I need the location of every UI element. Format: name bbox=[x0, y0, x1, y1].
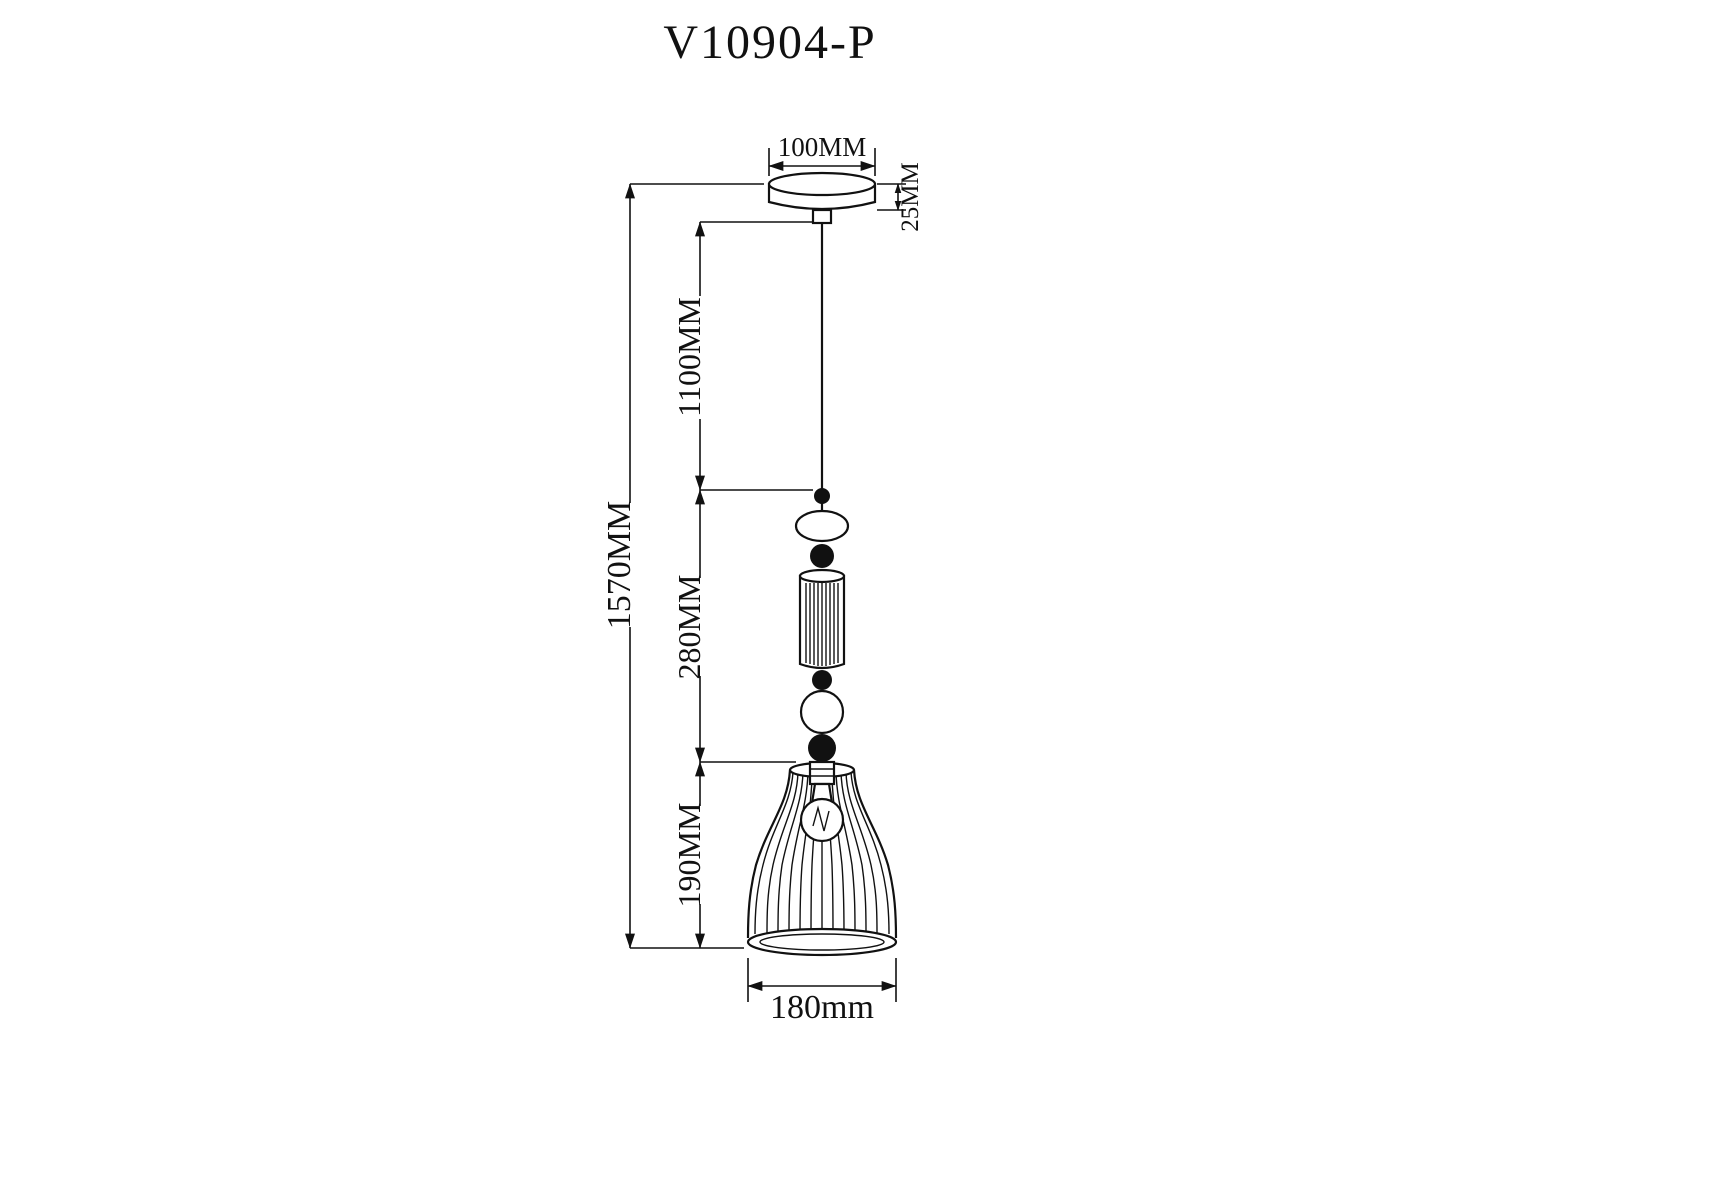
cylinder-top-face bbox=[798, 568, 846, 584]
light-bulb bbox=[799, 760, 845, 843]
shade-profile-right bbox=[852, 769, 898, 939]
canopy-stem bbox=[811, 208, 833, 225]
ceiling-canopy bbox=[767, 171, 877, 225]
dim-label-cord-drop: 1100MM bbox=[671, 297, 707, 417]
dim-label-shade-diameter: 180mm bbox=[770, 989, 874, 1026]
shade-profile-left bbox=[746, 769, 792, 939]
dim-stack-height: 280MM bbox=[671, 489, 813, 763]
bulb-glass bbox=[799, 797, 845, 843]
dim-label-stack-height: 280MM bbox=[671, 575, 707, 680]
small-bead bbox=[812, 670, 832, 690]
decorative-stack bbox=[794, 488, 850, 762]
dim-label-shade-height: 190MM bbox=[671, 803, 707, 908]
dim-shade-height: 190MM bbox=[671, 761, 796, 949]
dim-total-height: 1570MM bbox=[601, 183, 764, 949]
dim-cord-drop: 1100MM bbox=[671, 221, 812, 491]
dim-label-canopy-width: 100MM bbox=[778, 132, 867, 162]
cylinder-flutes bbox=[805, 583, 839, 666]
ball-bead-upper bbox=[810, 544, 834, 568]
dim-ext-lines bbox=[747, 958, 897, 1002]
bulb-socket bbox=[808, 760, 836, 786]
dim-shade-diameter: 180mm bbox=[747, 958, 897, 1026]
dim-canopy-height: 25MM bbox=[877, 162, 924, 232]
ball-bead-lower bbox=[808, 734, 836, 762]
dim-label-total-height: 1570MM bbox=[601, 501, 638, 629]
knot-bead bbox=[814, 488, 830, 504]
socket-thread-lines bbox=[810, 768, 834, 777]
bulb-filament bbox=[812, 805, 830, 832]
fluted-cylinder bbox=[798, 568, 846, 670]
shade-bottom-opening bbox=[759, 933, 885, 951]
canopy-top-face bbox=[767, 171, 877, 197]
shade-bottom-rim bbox=[746, 927, 898, 957]
model-title: V10904-P bbox=[663, 16, 876, 69]
oval-bead bbox=[794, 509, 850, 543]
sphere-bead bbox=[799, 689, 845, 735]
dim-canopy-width: 100MM bbox=[768, 132, 876, 176]
dim-label-canopy-height: 25MM bbox=[897, 162, 924, 231]
